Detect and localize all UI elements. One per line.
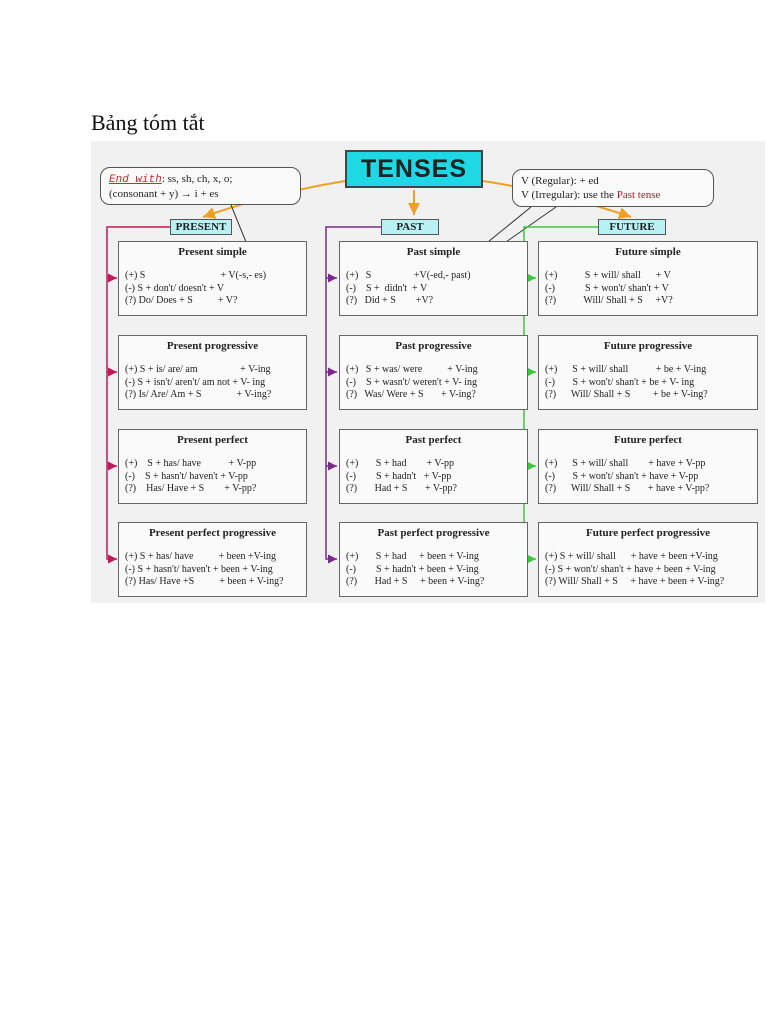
past-form-note: V (Regular): + ed V (Irregular): use the… xyxy=(512,169,714,207)
card-past-simple: Past simple (+) S +V(-ed,- past) (-) S +… xyxy=(339,241,528,316)
tenses-title: TENSES xyxy=(345,150,483,188)
consonant-rule: (consonant + y) → i + es xyxy=(109,188,219,200)
end-with-label: End with xyxy=(109,174,162,186)
card-row: (?) Has/ Have +S + been + V-ing? xyxy=(125,576,284,587)
card-row: (-) S + won't/ shan't + be + V- ing xyxy=(545,376,695,388)
card-row: (?) Do/ Does + S + V? xyxy=(125,295,238,306)
card-title: Past perfect xyxy=(405,434,462,446)
card-row: (?) Had + S + been + V-ing? xyxy=(346,576,485,587)
card-row: (-) S + hadn't + V-pp xyxy=(346,470,452,482)
card-row: (?) Will/ Shall + S + be + V-ing? xyxy=(545,389,708,400)
card-present-perfect: Present perfect (+) S + has/ have + V-pp… xyxy=(118,429,307,504)
card-title: Future perfect progressive xyxy=(585,527,711,539)
card-title: Present perfect xyxy=(177,434,248,446)
card-future-perfect: Future perfect (+) S + will/ shall + hav… xyxy=(538,429,758,504)
irregular-rule: V (Irregular): use the xyxy=(521,189,614,201)
card-title: Present perfect progressive xyxy=(148,527,277,539)
card-title: Future progressive xyxy=(603,340,693,352)
card-past-progressive: Past progressive (+) S + was/ were + V-i… xyxy=(339,335,528,410)
card-present-simple: Present simple (+) S + V(-s,- es) (-) S … xyxy=(118,241,307,316)
card-future-perfect-progressive: Future perfect progressive (+) S + will/… xyxy=(538,522,758,597)
card-row: (+) S + will/ shall + be + V-ing xyxy=(545,364,707,375)
card-row: (?) Will/ Shall + S + have + been + V-in… xyxy=(545,576,725,587)
card-row: (?) Did + S +V? xyxy=(346,295,434,306)
card-future-progressive: Future progressive (+) S + will/ shall +… xyxy=(538,335,758,410)
spelling-note: End with: ss, sh, ch, x, o; (consonant +… xyxy=(100,167,301,205)
regular-rule: V (Regular): + ed xyxy=(521,175,599,187)
header-past: PAST xyxy=(381,219,439,235)
card-row: (+) S + was/ were + V-ing xyxy=(346,364,478,375)
card-row: (-) S + won't/ shan't + have + been + V-… xyxy=(545,563,716,575)
header-future: FUTURE xyxy=(598,219,666,235)
card-row: (+) S + has/ have + been +V-ing xyxy=(125,551,277,562)
card-row: (+) S + will/ shall + have + V-pp xyxy=(545,458,706,469)
card-row: (-) S + hasn't/ haven't + been + V-ing xyxy=(125,563,273,575)
card-title: Present simple xyxy=(178,246,247,258)
card-row: (?) Had + S + V-pp? xyxy=(346,483,457,494)
connector-lines xyxy=(106,180,632,564)
card-row: (+) S + will/ shall + have + been +V-ing xyxy=(545,551,718,562)
card-row: (+) S + V(-s,- es) xyxy=(125,270,267,281)
card-present-perfect-progressive: Present perfect progressive (+) S + has/… xyxy=(118,522,307,597)
card-row: (?) Is/ Are/ Am + S + V-ing? xyxy=(125,389,272,400)
card-row: (+) S +V(-ed,- past) xyxy=(346,270,471,281)
card-row: (+) S + has/ have + V-pp xyxy=(125,458,257,469)
card-row: (+) S + will/ shall + V xyxy=(545,270,671,281)
card-row: (-) S + hasn't/ haven't + V-pp xyxy=(125,470,248,482)
card-row: (-) S + won't/ shan't + V xyxy=(545,282,669,294)
card-row: (+) S + had + V-pp xyxy=(346,458,455,469)
card-row: (?) Will/ Shall + S + have + V-pp? xyxy=(545,483,710,494)
card-row: (-) S + won't/ shan't + have + V-pp xyxy=(545,470,699,482)
card-row: (+) S + had + been + V-ing xyxy=(346,551,479,562)
card-row: (?) Will/ Shall + S +V? xyxy=(545,295,673,306)
card-present-progressive: Present progressive (+) S + is/ are/ am … xyxy=(118,335,307,410)
card-future-simple: Future simple (+) S + will/ shall + V (-… xyxy=(538,241,758,316)
card-row: (-) S + hadn't + been + V-ing xyxy=(346,563,479,575)
card-row: (-) S + don't/ doesn't + V xyxy=(125,282,225,294)
card-row: (-) S + didn't + V xyxy=(346,282,428,294)
card-title: Past perfect progressive xyxy=(377,527,490,539)
past-tense-label: Past tense xyxy=(616,189,661,201)
card-row: (?) Was/ Were + S + V-ing? xyxy=(346,389,476,400)
card-row: (?) Has/ Have + S + V-pp? xyxy=(125,483,257,494)
card-past-perfect-progressive: Past perfect progressive (+) S + had + b… xyxy=(339,522,528,597)
card-row: (-) S + isn't/ aren't/ am not + V- ing xyxy=(125,376,266,388)
card-title: Present progressive xyxy=(166,340,259,352)
end-with-rule: : ss, sh, ch, x, o; xyxy=(161,173,233,185)
card-title: Past progressive xyxy=(395,340,472,352)
heading: Bảng tóm tắt xyxy=(91,110,205,135)
card-title: Future perfect xyxy=(614,434,682,446)
header-present: PRESENT xyxy=(170,219,232,235)
card-title: Future simple xyxy=(615,246,681,258)
tenses-diagram: TENSES End with: ss, sh, ch, x, o; (cons… xyxy=(91,141,765,603)
card-title: Past simple xyxy=(406,246,461,258)
card-row: (+) S + is/ are/ am + V-ing xyxy=(125,364,271,375)
card-row: (-) S + wasn't/ weren't + V- ing xyxy=(346,376,477,388)
card-past-perfect: Past perfect (+) S + had + V-pp (-) S + … xyxy=(339,429,528,504)
